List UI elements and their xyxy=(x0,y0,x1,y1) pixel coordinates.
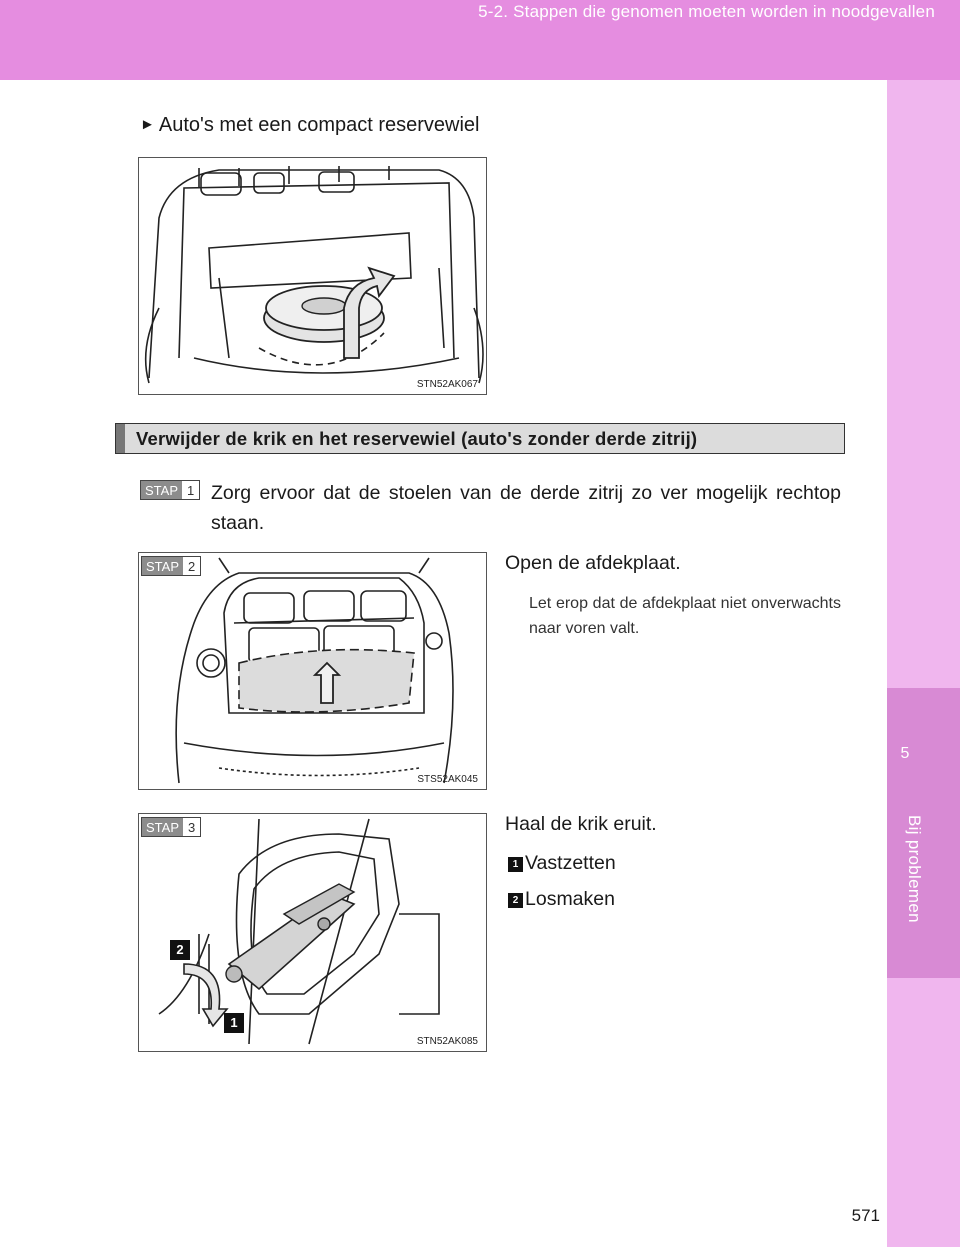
step-3-text: Haal de krik eruit. xyxy=(505,813,657,835)
subheading-text: Auto's met een compact reservewiel xyxy=(158,114,480,136)
figure-compact-spare-wheel: STN52AK067 xyxy=(138,157,487,395)
triangle-bullet-icon: ► xyxy=(140,116,155,133)
figure-code: STS52AK045 xyxy=(417,774,478,785)
step-1-badge: STAP 1 xyxy=(140,480,201,500)
section-heading-bar: Verwijder de krik en het reservewiel (au… xyxy=(115,423,845,454)
step-label: STAP xyxy=(141,481,182,499)
chapter-number: 5 xyxy=(900,745,910,762)
running-header: 5-2. Stappen die genomen moeten worden i… xyxy=(478,2,935,21)
step-3-badge: STAP 3 xyxy=(141,817,202,837)
list-item-text: Losmaken xyxy=(525,888,615,910)
step-number: 1 xyxy=(187,483,195,498)
chapter-side-tab xyxy=(887,80,960,1247)
chapter-side-tab-active xyxy=(887,688,960,978)
section-accent xyxy=(116,424,125,453)
chapter-label: Bij problemen xyxy=(905,815,924,923)
header-band xyxy=(0,0,960,80)
figure-jack-removal: STAP 3 2 1 STN52AK085 xyxy=(138,813,487,1052)
subheading: ►Auto's met een compact reservewiel xyxy=(140,114,479,137)
step-1-text: Zorg ervoor dat de stoelen van de derde … xyxy=(211,482,841,534)
trunk-spare-wheel-illustration xyxy=(144,166,484,384)
step-label: STAP xyxy=(142,818,183,836)
section-title: Verwijder de krik en het reservewiel (au… xyxy=(136,428,698,449)
jack-removal-illustration xyxy=(158,818,440,1045)
figure-deck-board: STAP 2 STS52AK045 xyxy=(138,552,487,790)
list-item-text: Vastzetten xyxy=(525,852,616,874)
step-label: STAP xyxy=(142,557,183,575)
number-marker: 1 xyxy=(508,857,523,872)
figure-marker-1: 1 xyxy=(224,1013,244,1033)
figure-code: STN52AK085 xyxy=(416,1036,478,1047)
step-number: 2 xyxy=(188,559,196,574)
figure-marker-2: 2 xyxy=(170,940,190,960)
car-rear-deck-board-illustration xyxy=(175,557,454,784)
page-number: 571 xyxy=(851,1206,880,1225)
step-number: 3 xyxy=(188,820,196,835)
step-2-note: Let erop dat de afdekplaat niet onverwac… xyxy=(529,595,841,637)
step-2-badge: STAP 2 xyxy=(141,556,202,576)
figure-code: STN52AK067 xyxy=(416,379,478,390)
step-2-text: Open de afdekplaat. xyxy=(505,552,681,574)
number-marker: 2 xyxy=(508,893,523,908)
